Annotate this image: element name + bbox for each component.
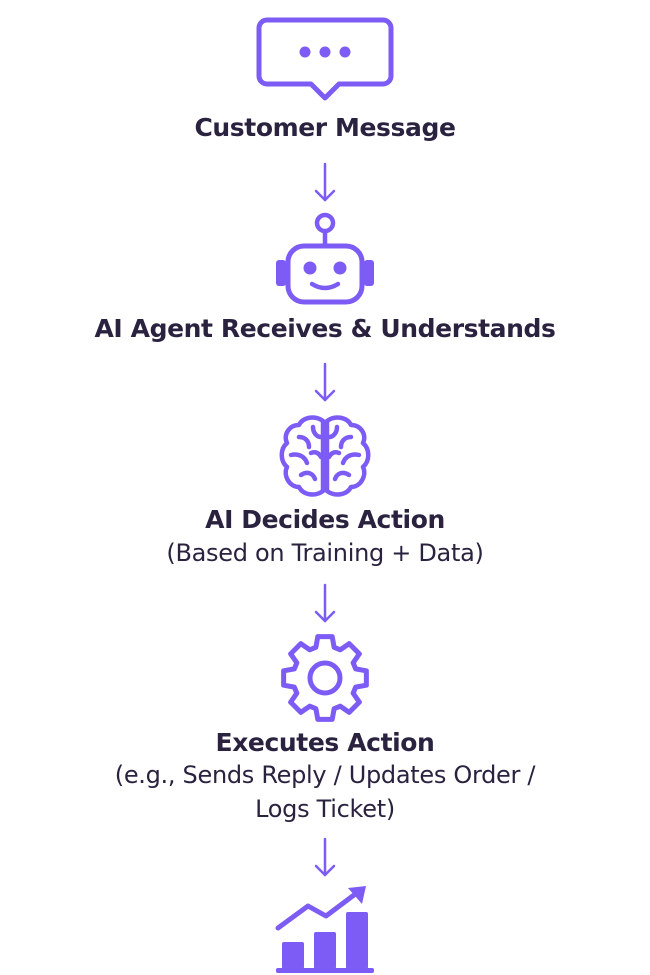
step-4-subtitle-line-1: (e.g., Sends Reply / Updates Order /: [114, 761, 536, 789]
step-4-subtitle-line-2: Logs Ticket): [255, 795, 395, 823]
brain-icon: [279, 415, 371, 497]
gear-icon: [281, 634, 369, 722]
down-arrow-1: [314, 162, 336, 202]
down-arrow-4: [314, 837, 336, 877]
chat-bubble-icon: [256, 17, 394, 101]
down-arrow-3: [314, 583, 336, 623]
step-4-title: Executes Action: [215, 728, 435, 757]
step-2-title: AI Agent Receives & Understands: [94, 314, 556, 343]
step-3-subtitle: (Based on Training + Data): [166, 539, 484, 567]
down-arrow-2: [314, 362, 336, 402]
step-1-title: Customer Message: [194, 113, 456, 142]
step-3-title: AI Decides Action: [205, 505, 445, 534]
robot-icon: [276, 212, 374, 305]
growth-chart-icon: [275, 886, 374, 973]
